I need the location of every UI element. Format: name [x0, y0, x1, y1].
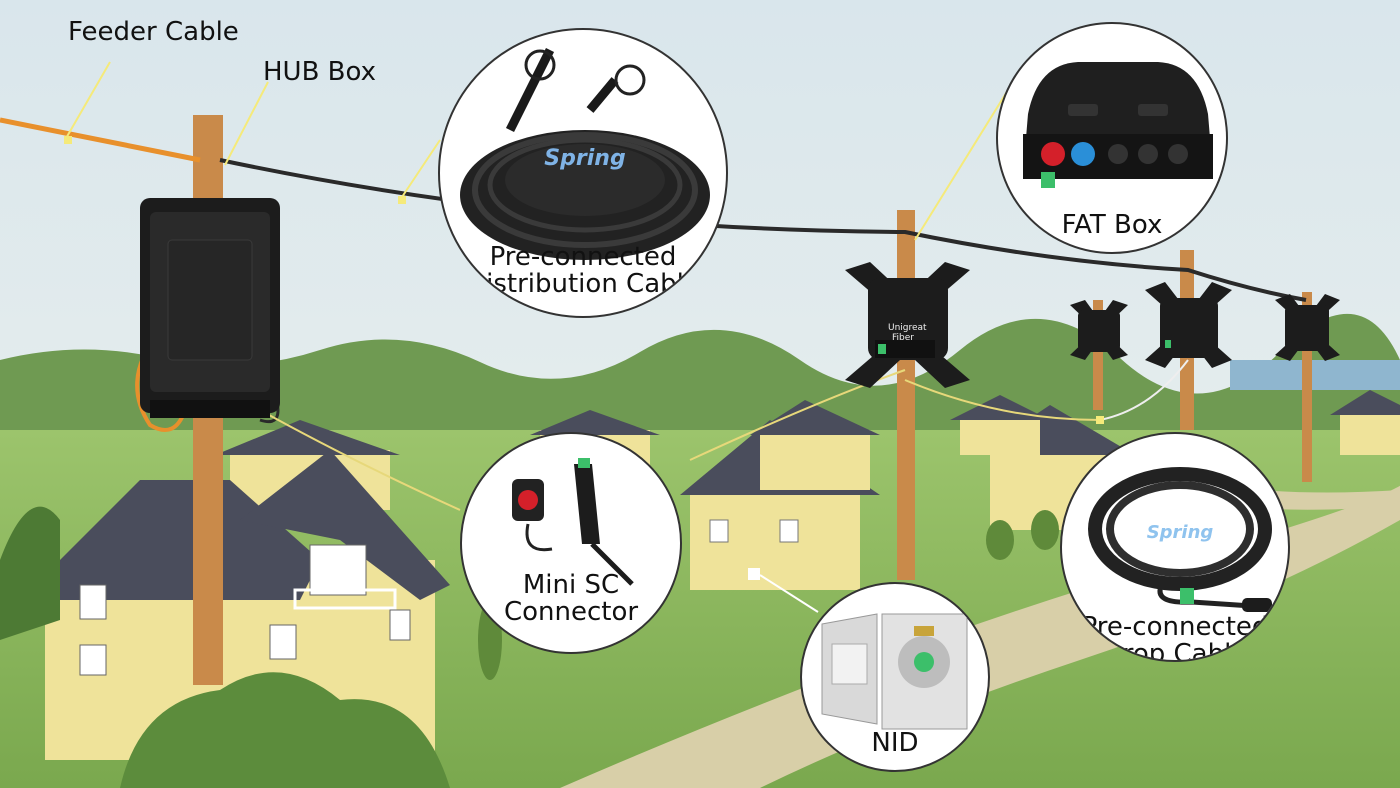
- fat-logo-text: Unigreat: [888, 323, 927, 333]
- distribution-cable-caption: Pre-connected Distribution Cable: [440, 244, 726, 298]
- drop-cable-line2: Drop Cable: [1102, 639, 1248, 662]
- feeder-cable-line: [0, 117, 201, 163]
- mini-sc-connector-image: [512, 458, 634, 586]
- svg-text:Fiber: Fiber: [892, 333, 914, 343]
- fat-box-device-2: [1070, 300, 1128, 360]
- fat-box-caption: FAT Box: [1061, 210, 1163, 240]
- mini-sc-caption: Mini SC Connector: [462, 572, 680, 626]
- fat-box-image: [1023, 62, 1213, 188]
- mini-sc-line1: Mini SC: [522, 570, 620, 600]
- house-background-4: [950, 395, 1050, 455]
- hub-box-label: HUB Box: [263, 57, 377, 87]
- nid-caption: NID: [871, 728, 919, 758]
- distribution-cable-line2: Distribution Cable: [466, 269, 700, 299]
- nid-callout: NID: [800, 582, 990, 772]
- house-background-2: [750, 400, 880, 490]
- fat-box-device-3: [1145, 282, 1232, 368]
- distribution-cable-callout: Spring Pre-connected Distribution Cable: [438, 28, 728, 318]
- drop-cable-line1: Pre-connected: [1081, 612, 1269, 642]
- mini-sc-line2: Connector: [503, 597, 639, 627]
- pole-2: [897, 210, 915, 580]
- fat-box-device-main: Unigreat Fiber: [845, 262, 970, 388]
- spring-watermark: Spring: [544, 146, 625, 171]
- pole-4: [1093, 300, 1103, 410]
- drop-cable-callout: Spring Pre-connected Drop Cable: [1060, 432, 1290, 662]
- spring-watermark-drop: Spring: [1147, 522, 1214, 543]
- hub-box-device: [140, 198, 280, 418]
- fat-box-callout: FAT Box: [996, 22, 1228, 254]
- house-background-1: [680, 420, 880, 590]
- drop-cable-coil-image: Spring: [1088, 467, 1272, 612]
- house-background-5: [1330, 390, 1400, 455]
- distribution-cable-line1: Pre-connected: [489, 242, 677, 272]
- pole-5: [1302, 292, 1312, 482]
- mini-sc-callout: Mini SC Connector: [460, 432, 682, 654]
- fat-box-device-4: [1275, 294, 1340, 361]
- drop-cable-caption: Pre-connected Drop Cable: [1062, 612, 1288, 662]
- feeder-cable-label: Feeder Cable: [68, 17, 239, 47]
- nid-box-image: [821, 613, 968, 730]
- distribution-cable-coil-image: Spring: [460, 47, 710, 260]
